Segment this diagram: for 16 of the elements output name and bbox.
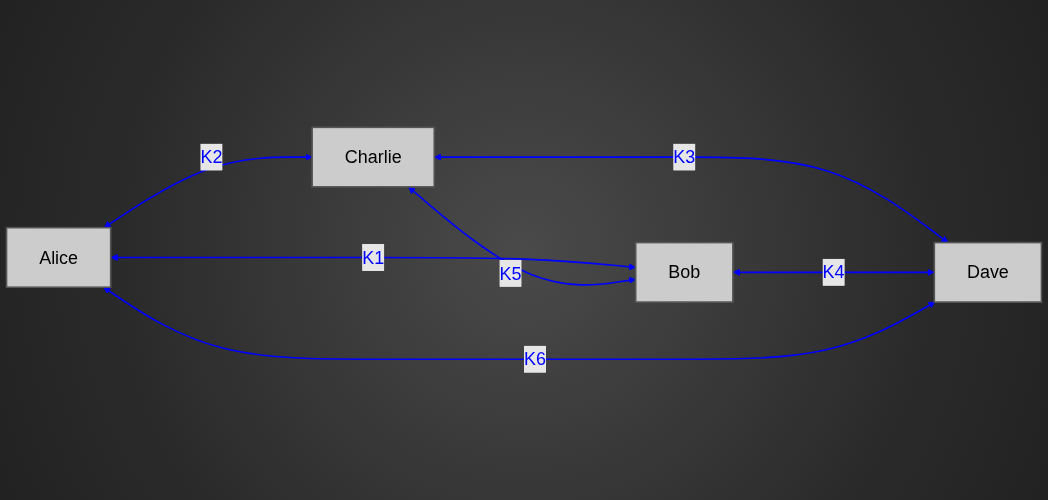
arrow	[434, 153, 949, 243]
arrow	[103, 153, 313, 228]
edge-label: K5	[499, 263, 522, 284]
node-box: Dave	[933, 241, 1043, 303]
edge-label: K2	[200, 146, 223, 168]
arrow	[408, 186, 636, 286]
edge-label: K3	[673, 146, 696, 168]
node-box: Charlie	[311, 126, 436, 188]
arrow	[103, 287, 936, 361]
node-box: Bob	[634, 241, 734, 303]
edge-label: K6	[523, 349, 546, 370]
edge-label: K1	[362, 247, 385, 268]
edge-label: K4	[822, 262, 845, 283]
arrow	[110, 253, 636, 271]
node-box: Alice	[5, 226, 112, 289]
arrow	[732, 268, 935, 276]
